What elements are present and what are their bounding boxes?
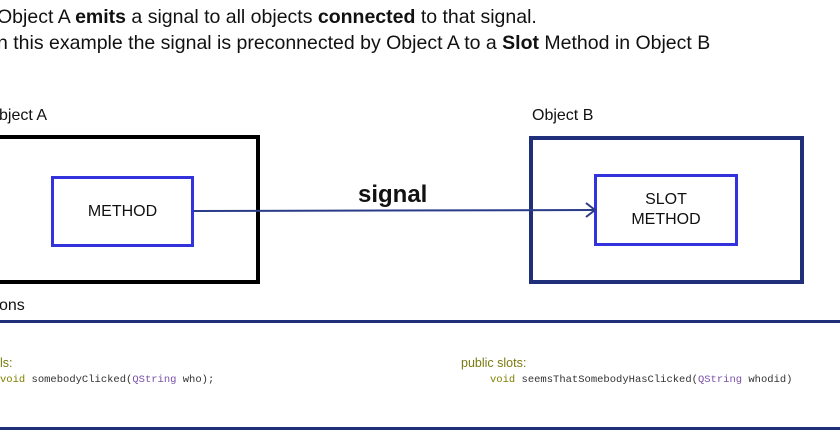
method-box: METHOD bbox=[51, 176, 194, 247]
object-b-label: Object B bbox=[532, 107, 594, 124]
signals-header: ls: bbox=[0, 356, 13, 370]
section-title: ons bbox=[0, 297, 25, 314]
object-a-label: bject A bbox=[0, 107, 48, 124]
signal-declaration: void somebodyClicked(QString who); bbox=[0, 374, 215, 386]
signal-label: signal bbox=[358, 181, 428, 208]
intro-line-2: n this example the signal is preconnecte… bbox=[0, 32, 711, 54]
object-a-box bbox=[0, 135, 260, 284]
slot-label-line-2: METHOD bbox=[631, 211, 701, 228]
method-label: METHOD bbox=[87, 202, 158, 220]
slot-label-line-1: SLOT bbox=[645, 191, 687, 208]
slots-header: public slots: bbox=[461, 356, 527, 370]
slot-declaration: void seemsThatSomebodyHasClicked(QString… bbox=[490, 374, 793, 386]
section-divider-top bbox=[0, 320, 840, 323]
intro-line-1: Object A emits a signal to all objects c… bbox=[0, 6, 537, 28]
section-divider-bottom bbox=[0, 427, 840, 430]
